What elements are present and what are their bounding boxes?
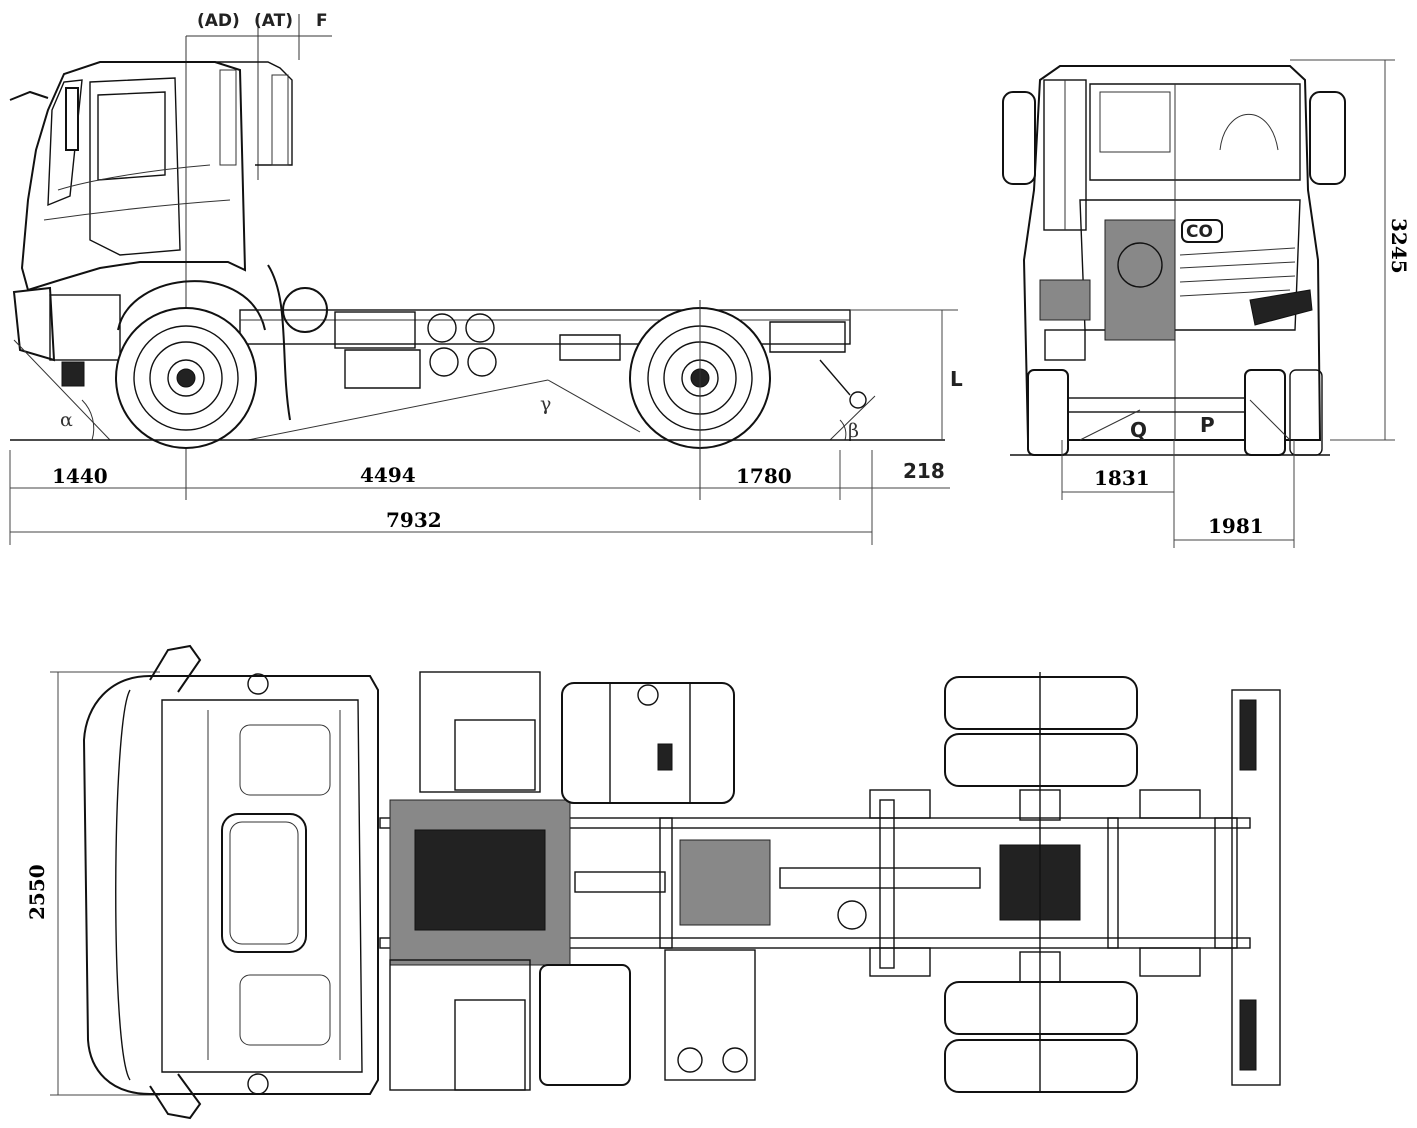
approach-angle-label: α (60, 409, 73, 431)
headlamp (1249, 289, 1313, 326)
side-mirror (9, 90, 49, 101)
roof-hatch (221, 813, 307, 953)
rear-bumper (1231, 689, 1281, 1086)
dim-front-overhang: 1440 (52, 464, 108, 488)
top-mirror-right (149, 1073, 202, 1120)
left-mirror (1002, 91, 1036, 185)
top-view: 2550 (25, 644, 1281, 1120)
front-cab-outline (1022, 65, 1322, 441)
frame-height-label: L (950, 367, 963, 391)
header-label-at: (AT) (254, 11, 293, 31)
rear-light-lower (1239, 999, 1257, 1071)
angle-q-label: Q (1130, 418, 1147, 442)
cab-door (89, 77, 181, 256)
front-wheel (115, 307, 257, 449)
dim-overall-height: 3245 (1387, 218, 1411, 274)
dim-overall-length: 7932 (386, 508, 442, 532)
ramp-angle-label: γ (540, 393, 551, 415)
cab-outline (20, 61, 247, 292)
right-mirror (1309, 91, 1346, 185)
angle-p-label: P (1200, 413, 1215, 437)
air-tanks (427, 313, 497, 377)
driveshaft (574, 871, 666, 893)
dim-front-track: 1831 (1094, 466, 1150, 490)
rear-light-upper (1239, 699, 1257, 771)
header-label-f: F (316, 11, 328, 31)
chassis-rail-upper (379, 817, 1251, 829)
departure-angle-label: β (848, 420, 859, 442)
side-view: (AD) (AT) F (9, 11, 963, 545)
door-window (97, 91, 166, 181)
engine-detail (1039, 219, 1176, 361)
dim-ground-clearance: 218 (903, 459, 945, 483)
rear-wheels-top (944, 676, 1138, 1093)
header-label-ad: (AD) (197, 11, 240, 31)
top-mirror-left (149, 644, 202, 693)
chassis-frame (239, 309, 851, 345)
right-front-wheel (1244, 369, 1286, 456)
front-windshield (1089, 83, 1301, 181)
dim-rear-track: 1981 (1208, 514, 1264, 538)
dim-overall-width: 2550 (25, 864, 49, 920)
dim-wheelbase: 4494 (360, 463, 416, 487)
dim-rear-overhang: 1780 (736, 464, 792, 488)
brand-badge-text: CO (1186, 222, 1213, 242)
front-view: CO Q P 3245 1831 1981 (1002, 59, 1411, 548)
front-bumper (12, 286, 56, 362)
fuel-tank (561, 682, 735, 804)
chassis-rail-lower (379, 937, 1251, 949)
battery-box (539, 964, 631, 1086)
cab-roof-outline (82, 675, 379, 1095)
